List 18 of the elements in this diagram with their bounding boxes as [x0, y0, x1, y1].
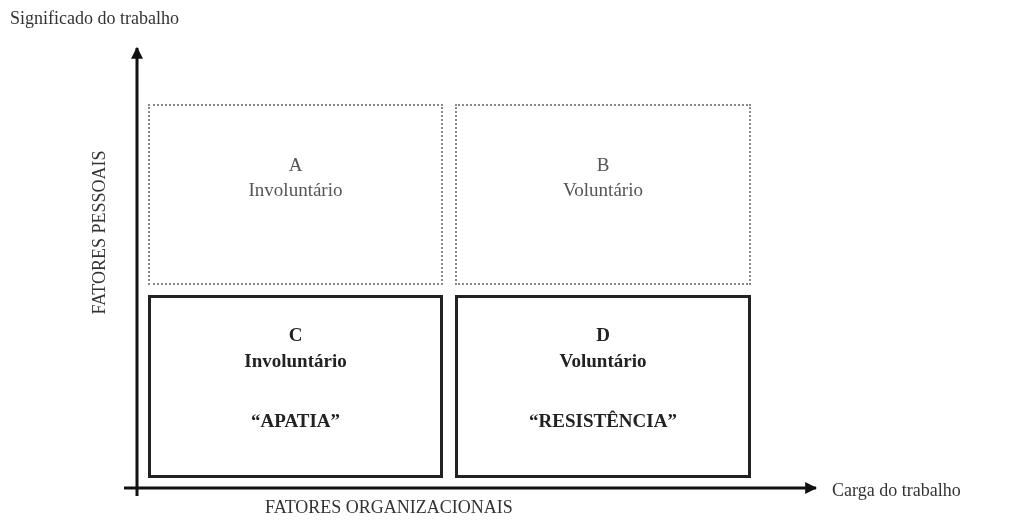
quadrant-quote: “RESISTÊNCIA” [529, 410, 677, 432]
quadrant-label: Involuntário [244, 350, 347, 372]
axis-title: Carga do trabalho [832, 480, 961, 501]
quadrant-letter: B [596, 154, 610, 176]
quadrant-label: Involuntário [248, 179, 343, 201]
quadrant-label: Voluntário [563, 179, 643, 201]
quadrant-quote: “APATIA” [251, 410, 340, 432]
quadrant-box [148, 295, 443, 478]
dotted-quadrant-box [455, 104, 751, 285]
axis-label: FATORES ORGANIZACIONAIS [265, 497, 513, 518]
quadrant-letter: A [288, 154, 303, 176]
axis-title: Significado do trabalho [10, 8, 179, 29]
quadrant-letter: D [596, 324, 610, 346]
axis-label: FATORES PESSOAIS [89, 150, 111, 314]
quadrant-letter: C [288, 324, 303, 346]
quadrant-label: Voluntário [559, 350, 647, 372]
dotted-quadrant-box [148, 104, 443, 285]
quadrant-box [455, 295, 751, 478]
